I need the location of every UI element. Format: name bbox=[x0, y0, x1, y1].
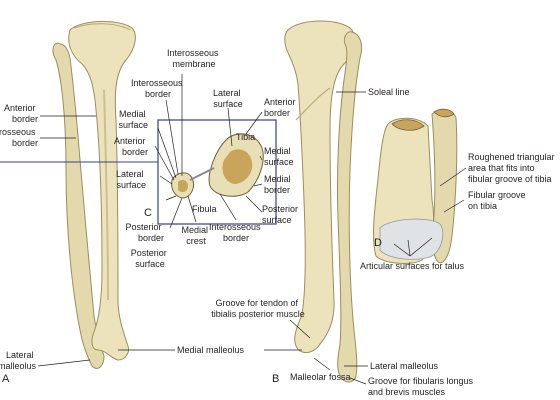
label-lateral-malleolus-a: Lateral malleolus bbox=[0, 350, 36, 371]
label-interosseous-border-tibia: Interosseous border bbox=[209, 222, 263, 243]
articular-surface-talus bbox=[379, 218, 444, 260]
panel-label-b: B bbox=[272, 373, 279, 385]
label-anterior-border: Anterior border bbox=[4, 103, 38, 124]
panel-a-anterior-view bbox=[52, 20, 136, 369]
fibula-b bbox=[336, 31, 363, 383]
panel-d-distal-joint bbox=[372, 108, 458, 264]
cross-section-box bbox=[157, 119, 277, 225]
tibia-b bbox=[284, 20, 356, 353]
panel-label-c: C bbox=[144, 207, 152, 219]
label-medial-crest: Medial crest bbox=[181, 225, 210, 246]
label-interosseous-border: Interosseous border bbox=[0, 127, 38, 148]
panel-c-cross-section bbox=[0, 119, 277, 225]
label-interosseous-membrane: Interosseous membrane bbox=[167, 48, 221, 69]
interosseous-membrane bbox=[189, 167, 215, 181]
label-interosseous-border-fibula: Interosseous border bbox=[131, 78, 185, 99]
label-roughened-area: Roughened triangular area that fits into… bbox=[468, 152, 557, 184]
label-medial-surface-tibia: Medial surface bbox=[264, 146, 294, 167]
label-medial-malleolus: Medial malleolus bbox=[177, 345, 245, 355]
label-medial-surface-fibula: Medial surface bbox=[118, 109, 148, 130]
panel-b-posterior-view bbox=[284, 20, 363, 383]
label-posterior-border: Posterior border bbox=[125, 222, 164, 243]
label-malleolar-fossa: Malleolar fossa bbox=[290, 372, 351, 382]
panel-label-d: D bbox=[374, 237, 382, 249]
label-posterior-surface-fibula: Posterior surface bbox=[131, 248, 170, 269]
label-fibula: Fibula bbox=[192, 204, 217, 214]
label-articular-surfaces: Articular surfaces for talus bbox=[360, 261, 465, 271]
label-medial-border: Medial border bbox=[264, 174, 293, 195]
leader-lines bbox=[37, 74, 467, 385]
label-lateral-malleolus-b: Lateral malleolus bbox=[370, 361, 439, 371]
label-anterior-border-fibula: Anterior border bbox=[114, 136, 148, 157]
label-lateral-surface-tibia: Lateral surface bbox=[213, 88, 243, 109]
label-posterior-surface-tibia: Posterior surface bbox=[262, 204, 301, 225]
label-lateral-surface-fibula: Lateral surface bbox=[116, 169, 146, 190]
panel-label-a: A bbox=[2, 373, 10, 385]
tibia-a bbox=[68, 20, 136, 361]
label-groove-fibularis: Groove for fibularis longus and brevis m… bbox=[368, 376, 476, 397]
fibula-marrow bbox=[178, 179, 188, 193]
tibia-marrow bbox=[222, 149, 253, 184]
label-fibular-groove: Fibular groove on tibia bbox=[468, 190, 528, 211]
label-anterior-border-tibia: Anterior border bbox=[264, 97, 298, 118]
label-soleal-line: Soleal line bbox=[368, 87, 410, 97]
label-groove-tibialis: Groove for tendon of tibialis posterior … bbox=[211, 298, 305, 319]
label-tibia: Tibia bbox=[236, 132, 255, 142]
